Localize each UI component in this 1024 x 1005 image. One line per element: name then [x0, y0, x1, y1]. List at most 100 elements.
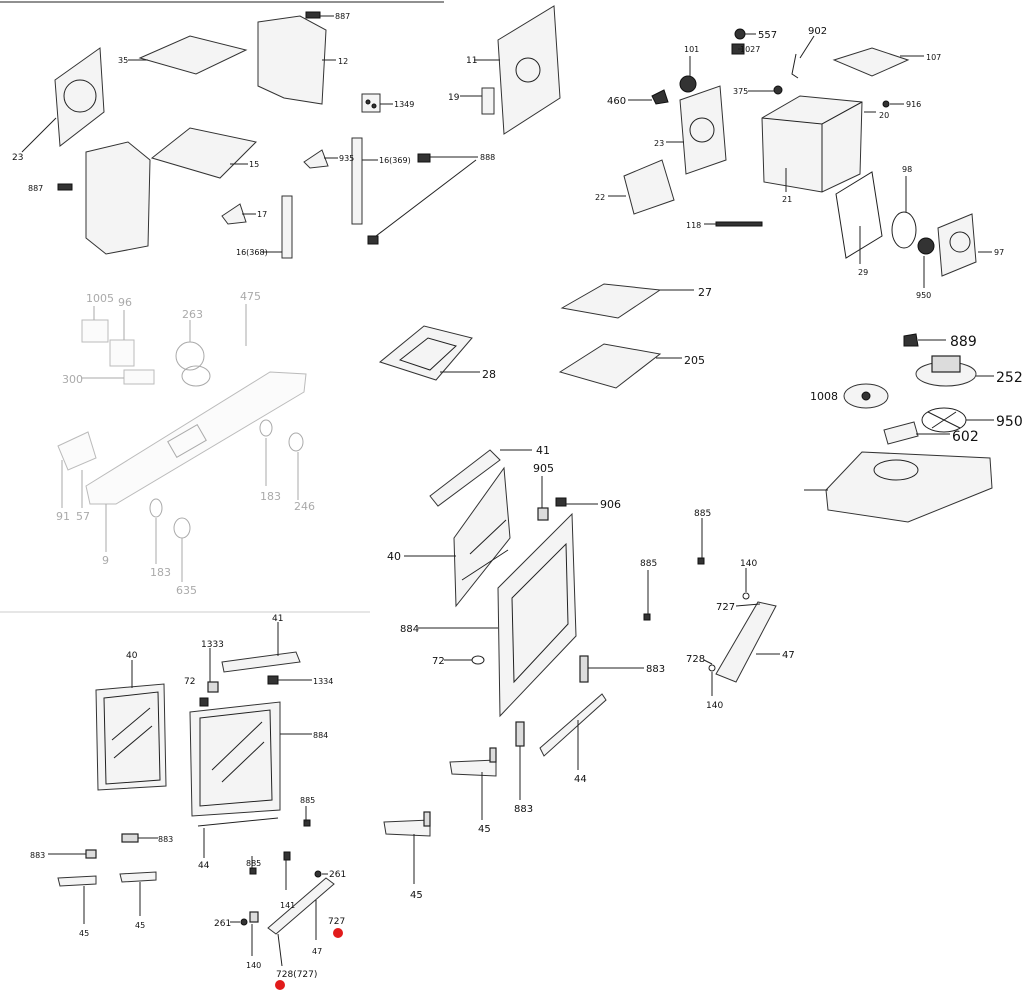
outer-door-884b — [189, 701, 281, 817]
label-23: 23 — [12, 153, 23, 163]
knob-183a — [259, 419, 273, 437]
group-cavity-assembly-labels: 557 1027 902 101 107 460 375 916 20 23 2… — [595, 26, 1004, 300]
part-141 — [283, 851, 291, 861]
label-140a: 140 — [740, 559, 757, 569]
label-1008: 1008 — [810, 390, 838, 403]
part-118 — [715, 221, 763, 227]
label-101: 101 — [684, 45, 699, 54]
group-cavity-panels — [54, 11, 477, 259]
label-261a: 261 — [214, 919, 231, 929]
trim-44 — [539, 693, 607, 757]
top-plate-part — [138, 35, 248, 75]
handle-bar-41b — [221, 651, 301, 673]
part-91-57 — [57, 431, 97, 471]
rail-368-part — [281, 195, 293, 259]
label-140c: 140 — [246, 961, 261, 970]
label-205: 205 — [684, 354, 705, 367]
handle-47 — [715, 601, 777, 683]
label-950-fan: 950 — [996, 414, 1023, 430]
label-935: 935 — [339, 154, 354, 163]
label-20: 20 — [879, 111, 889, 120]
label-885d: 885 — [246, 859, 261, 868]
label-27: 27 — [698, 286, 712, 299]
group-door-alt — [57, 651, 335, 935]
label-12: 12 — [338, 57, 348, 66]
label-475: 475 — [240, 290, 261, 303]
part-905 — [537, 507, 549, 521]
label-72b: 72 — [184, 677, 195, 687]
group-handle-labels: 885 885 140 727 728 47 140 — [640, 509, 795, 711]
knob-183b — [149, 498, 163, 518]
washer-140b — [708, 664, 716, 672]
knob-635 — [173, 517, 191, 539]
label-47b: 47 — [312, 947, 322, 956]
group-fan-assembly-labels: 889 252 1008 950 602 — [804, 334, 1023, 491]
group-handle — [643, 557, 777, 683]
group-cavity-assembly — [623, 28, 977, 277]
label-1333: 1333 — [201, 640, 224, 650]
group-control-panel-labels: 1005 96 263 475 300 183 246 91 57 9 183 … — [56, 290, 315, 597]
hinge-883c — [121, 833, 139, 843]
label-1027: 1027 — [740, 45, 760, 54]
label-885a: 885 — [694, 509, 711, 519]
label-57: 57 — [76, 510, 90, 523]
clip-887-part — [305, 11, 321, 19]
label-47: 47 — [782, 650, 795, 661]
cover-97-part — [937, 213, 977, 277]
group-trays: 27 28 205 — [378, 283, 712, 389]
label-884: 884 — [400, 624, 419, 635]
handle-47b — [267, 877, 335, 935]
label-906: 906 — [600, 498, 621, 511]
label-246: 246 — [294, 500, 315, 513]
label-885c: 885 — [300, 796, 315, 805]
label-728: 728 — [686, 654, 705, 665]
group-back-wall: 11 19 — [448, 5, 561, 135]
label-40: 40 — [387, 550, 401, 563]
group-door-main — [383, 449, 607, 837]
label-45a: 45 — [478, 824, 491, 835]
label-905: 905 — [533, 462, 554, 475]
label-728-727: 728(727) — [276, 970, 317, 980]
rail-369-part — [351, 137, 363, 225]
label-44b: 44 — [198, 861, 210, 871]
label-29: 29 — [858, 268, 868, 277]
baking-tray-28 — [378, 325, 473, 381]
label-1334: 1334 — [313, 677, 333, 686]
glass-40b — [95, 683, 167, 791]
bracket-17-part — [221, 203, 247, 225]
part-1333 — [207, 681, 219, 693]
washer-140c — [249, 911, 259, 923]
label-15: 15 — [249, 160, 259, 169]
screw-261b — [314, 870, 322, 878]
label-72: 72 — [432, 656, 445, 667]
part-460 — [651, 89, 669, 105]
highlight-marker-728 — [275, 980, 285, 990]
label-883b: 883 — [514, 804, 533, 815]
rear-cover — [825, 451, 993, 523]
part-557 — [734, 28, 746, 40]
label-887: 887 — [335, 12, 350, 21]
part-885a — [697, 557, 705, 565]
label-889: 889 — [950, 334, 977, 350]
label-300: 300 — [62, 373, 83, 386]
part-1005 — [81, 319, 109, 343]
gasket-29-part — [835, 171, 883, 259]
trim-44b — [197, 817, 279, 827]
label-887b: 887 — [28, 184, 43, 193]
label-16-369: 16(369) — [379, 156, 411, 165]
label-263: 263 — [182, 308, 203, 321]
label-460: 460 — [607, 96, 626, 107]
label-17: 17 — [257, 210, 267, 219]
part-72b — [199, 697, 209, 707]
label-727b: 727 — [328, 917, 345, 927]
wire-shelf-205 — [558, 343, 662, 389]
label-727: 727 — [716, 602, 735, 613]
washer-140a — [742, 592, 750, 600]
bracket-602 — [883, 421, 919, 445]
label-602: 602 — [952, 429, 979, 445]
label-11: 11 — [466, 56, 477, 66]
hinge-883d — [85, 849, 97, 859]
bottom-plate-part — [150, 127, 258, 179]
inner-glass-40 — [453, 466, 511, 608]
label-1005: 1005 — [86, 292, 114, 305]
